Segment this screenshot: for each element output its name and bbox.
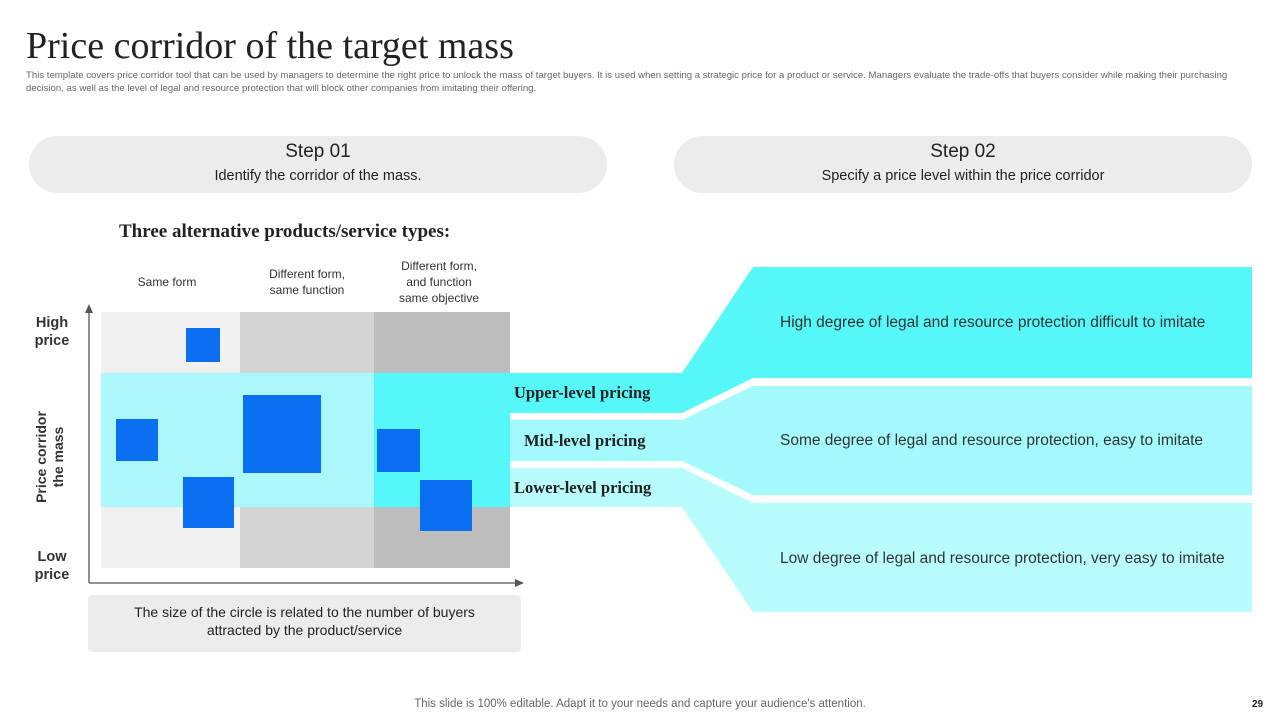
lower-pricing-strip: [510, 468, 682, 507]
product-square: [183, 477, 234, 528]
product-square: [420, 480, 472, 531]
low-protection-connector: [682, 468, 753, 612]
low-price-line: price: [34, 567, 70, 583]
column-heading-line: Different form,: [269, 267, 345, 281]
high-price-line: High: [35, 315, 69, 331]
page-number: 29: [1252, 699, 1264, 710]
low-price-line: Low: [37, 549, 67, 565]
footer-text: This slide is 100% editable. Adapt it to…: [414, 698, 866, 710]
upper-pricing-strip: [510, 373, 682, 413]
low-price-label: Low price: [22, 548, 82, 584]
step-02-card: Step 02 Specify a price level within the…: [674, 136, 1252, 193]
page-title: Price corridor of the target mass: [26, 25, 514, 67]
step-01-heading: Step 01: [285, 141, 351, 162]
column-heading-line: and function: [406, 275, 472, 289]
product-square: [377, 429, 420, 472]
low-protection-panel: [753, 503, 1252, 612]
mid-level-pricing-label: Mid-level pricing: [524, 431, 646, 450]
high-price-label: High price: [22, 314, 82, 350]
column-heading-different-form: Different form, same function: [242, 266, 372, 298]
high-protection-panel: [753, 267, 1252, 378]
column-heading-line: Same form: [137, 275, 197, 289]
column-heading-line: same objective: [398, 291, 480, 305]
x-axis-arrow-icon: [515, 579, 524, 587]
column-heading-line: Different form,: [401, 259, 477, 273]
high-protection-text: High degree of legal and resource protec…: [780, 314, 1206, 331]
mid-protection-connector: [682, 386, 753, 495]
lower-level-pricing-label: Lower-level pricing: [514, 478, 652, 497]
product-types-title: Three alternative products/service types…: [119, 221, 451, 242]
column-heading-line: same function: [269, 283, 345, 297]
mid-protection-panel: [753, 386, 1252, 495]
step-01-text: Identify the corridor of the mass.: [214, 168, 422, 184]
step-02-heading: Step 02: [930, 141, 996, 162]
mid-protection-text: Some degree of legal and resource protec…: [780, 432, 1204, 449]
product-square: [243, 395, 321, 473]
footnote-box: The size of the circle is related to the…: [88, 595, 521, 652]
step-01-card: Step 01 Identify the corridor of the mas…: [29, 136, 607, 193]
low-protection-text: Low degree of legal and resource protect…: [780, 550, 1225, 567]
page-description: This template covers price corridor tool…: [26, 70, 1228, 94]
step-02-text: Specify a price level within the price c…: [821, 168, 1105, 184]
column-heading-different-form-function: Different form, and function same object…: [374, 258, 504, 306]
upper-level-pricing-label: Upper-level pricing: [514, 383, 651, 402]
high-protection-connector: [682, 267, 753, 413]
column-heading-same-form: Same form: [102, 274, 232, 290]
y-axis-arrow-icon: [85, 304, 93, 313]
product-square: [186, 328, 220, 362]
product-square: [116, 419, 158, 461]
footnote-text: The size of the circle is related to the…: [134, 604, 475, 638]
high-price-line: price: [34, 333, 70, 349]
mid-pricing-strip: [510, 420, 682, 461]
